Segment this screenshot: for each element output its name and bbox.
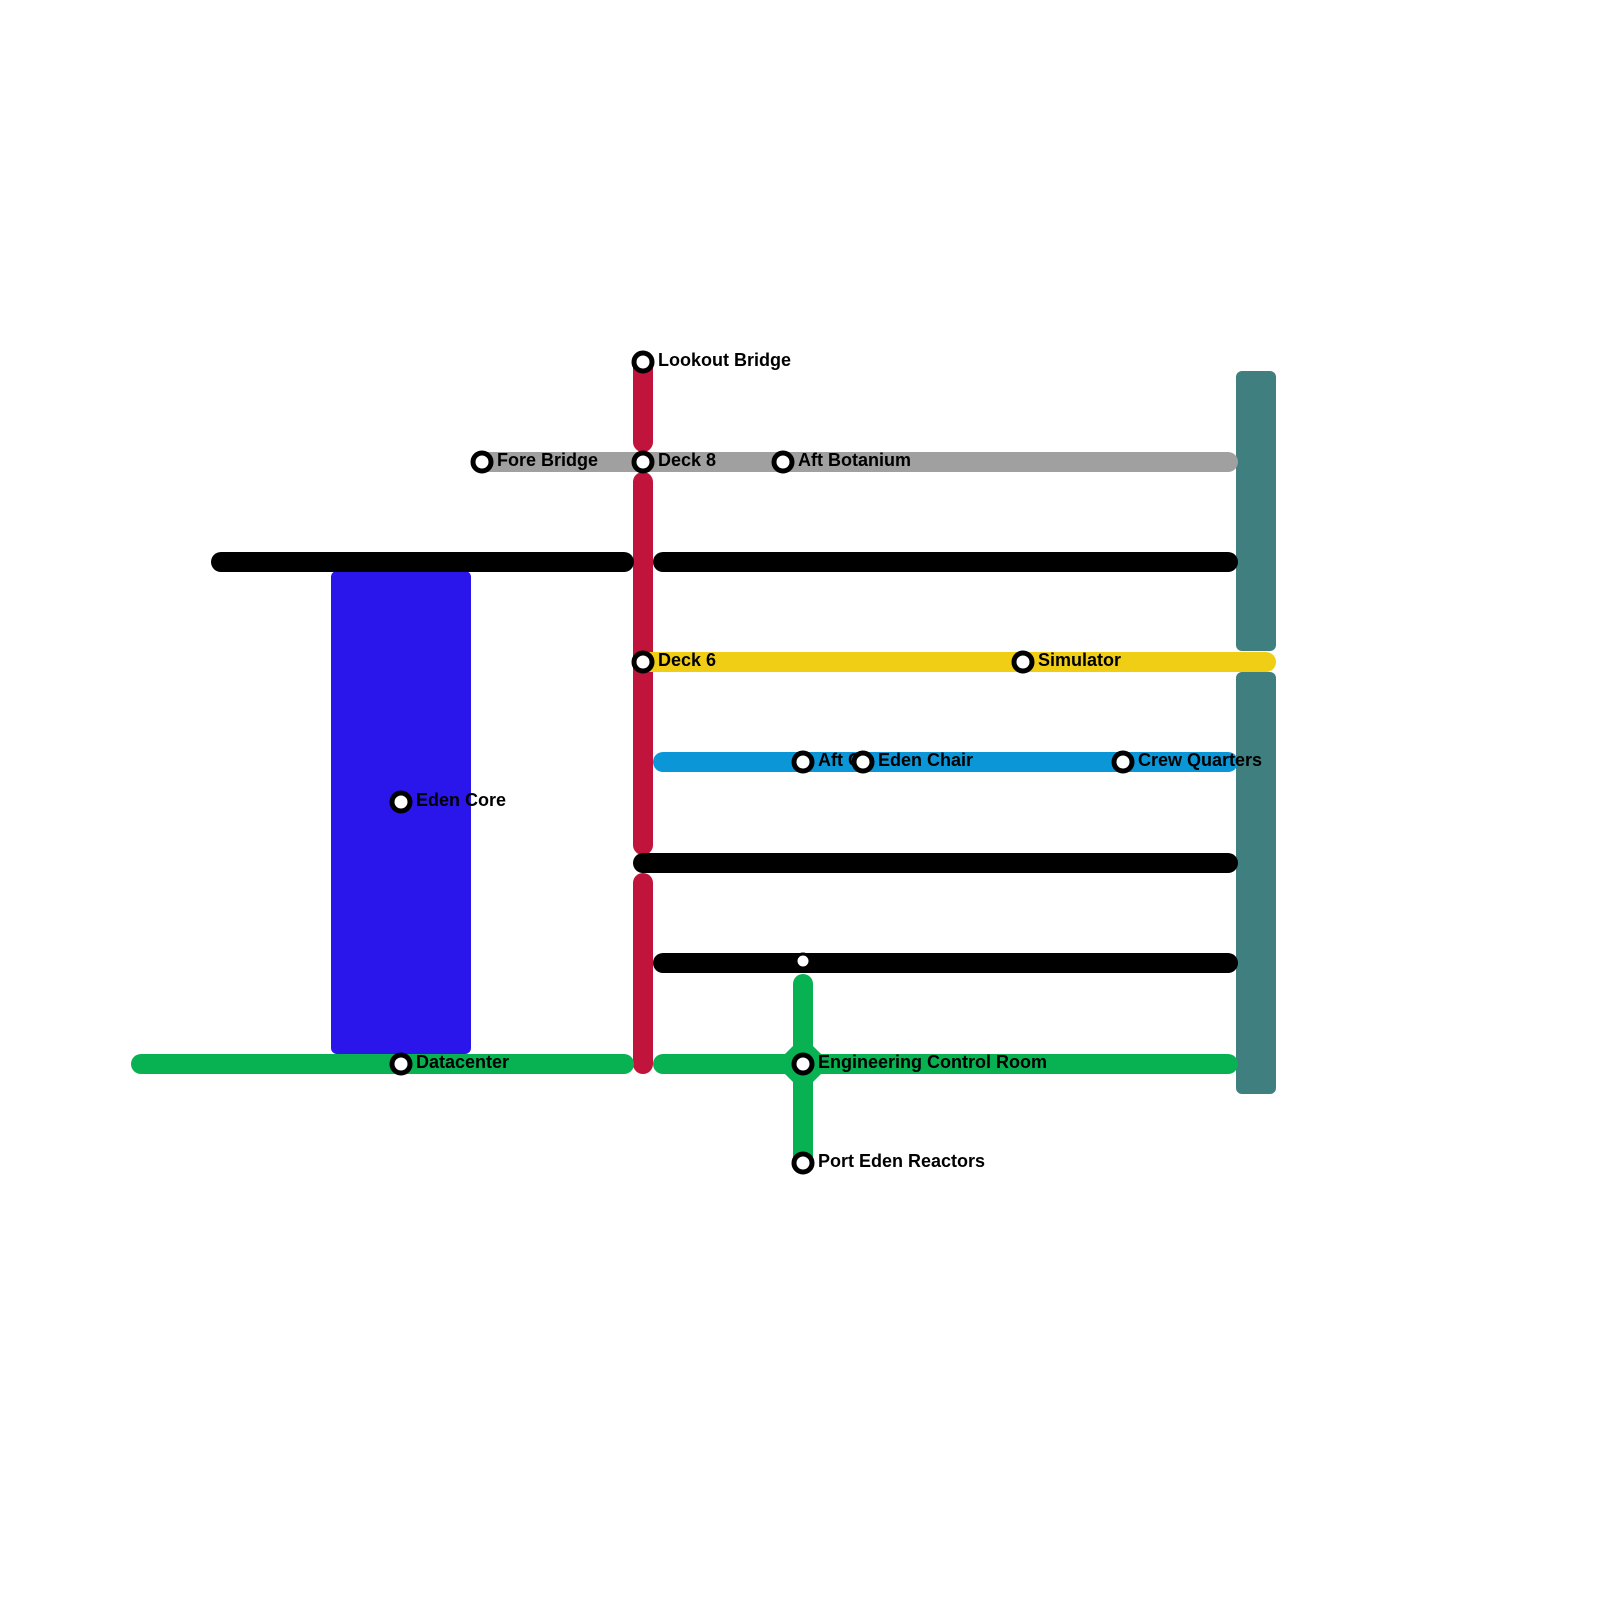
station-marker <box>791 1052 815 1076</box>
station-aft-botanium[interactable]: Aft Botanium <box>771 450 911 474</box>
station-marker <box>791 1151 815 1175</box>
teal-line-lower <box>1236 672 1276 1094</box>
station-crew-quarters[interactable]: Crew Quarters <box>1111 750 1262 774</box>
station-marker <box>631 450 655 474</box>
station-marker <box>851 750 875 774</box>
station-lookout-bridge[interactable]: Lookout Bridge <box>631 350 791 374</box>
teal-line-upper <box>1236 371 1276 651</box>
station-label: Lookout Bridge <box>658 350 791 370</box>
station-marker <box>470 450 494 474</box>
station-label: Crew Quarters <box>1138 750 1262 770</box>
station-marker <box>631 650 655 674</box>
station-fore-bridge[interactable]: Fore Bridge <box>470 450 598 474</box>
station-black-line-stop[interactable] <box>794 952 812 970</box>
station-label: Fore Bridge <box>497 450 598 470</box>
station-label: Aft C <box>818 750 861 770</box>
station-port-eden-reactors[interactable]: Port Eden Reactors <box>791 1151 985 1175</box>
station-label: Deck 6 <box>658 650 716 670</box>
station-label: Port Eden Reactors <box>818 1151 985 1171</box>
station-datacenter[interactable]: Datacenter <box>389 1052 509 1076</box>
station-marker <box>791 750 815 774</box>
station-marker <box>771 450 795 474</box>
station-marker <box>794 952 812 970</box>
station-eden-core[interactable]: Eden Core <box>389 790 506 814</box>
station-simulator[interactable]: Simulator <box>1011 650 1121 674</box>
station-marker <box>1011 650 1035 674</box>
station-deck-8[interactable]: Deck 8 <box>631 450 716 474</box>
station-marker <box>1111 750 1135 774</box>
station-marker <box>631 350 655 374</box>
station-label: Deck 8 <box>658 450 716 470</box>
station-label: Eden Chair <box>878 750 973 770</box>
station-label: Datacenter <box>416 1052 509 1072</box>
station-marker <box>389 790 413 814</box>
station-eden-chair[interactable]: Eden Chair <box>851 750 973 774</box>
station-label: Engineering Control Room <box>818 1052 1047 1072</box>
station-engineering-control-room[interactable]: Engineering Control Room <box>791 1052 1047 1076</box>
station-deck-6[interactable]: Deck 6 <box>631 650 716 674</box>
station-marker <box>389 1052 413 1076</box>
station-label: Simulator <box>1038 650 1121 670</box>
station-label: Eden Core <box>416 790 506 810</box>
station-aft-partial[interactable]: Aft C <box>791 750 861 774</box>
station-label: Aft Botanium <box>798 450 911 470</box>
